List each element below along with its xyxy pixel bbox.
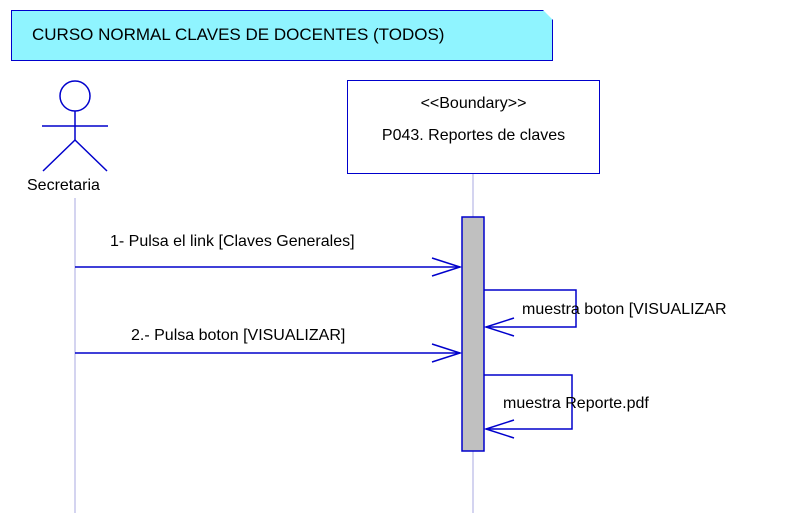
diagram-title: CURSO NORMAL CLAVES DE DOCENTES (TODOS) — [32, 25, 445, 44]
actor-name: Secretaria — [27, 177, 100, 194]
self-message-2-label: muestra Reporte.pdf — [503, 395, 649, 412]
message-2-label: 2.- Pulsa boton [VISUALIZAR] — [131, 327, 346, 344]
message-1-arrow — [75, 257, 463, 277]
boundary-object: <<Boundary>> P043. Reportes de claves — [347, 80, 600, 174]
self-message-2-arrow — [483, 374, 573, 439]
message-2-arrow — [75, 343, 463, 363]
actor-figure — [42, 80, 108, 172]
boundary-name: P043. Reportes de claves — [381, 127, 566, 144]
activation-bar — [461, 216, 485, 452]
note-fold-corner — [543, 10, 553, 20]
boundary-stereotype: <<Boundary>> — [420, 95, 527, 112]
actor-head — [59, 80, 91, 112]
actor-right-leg — [74, 139, 108, 172]
message-1-label: 1- Pulsa el link [Claves Generales] — [110, 233, 355, 250]
diagram-title-note: CURSO NORMAL CLAVES DE DOCENTES (TODOS) — [11, 10, 553, 61]
self-message-1-arrow — [483, 289, 577, 337]
self-message-1-label: muestra boton [VISUALIZAR — [522, 301, 727, 318]
actor-left-leg — [42, 139, 76, 172]
